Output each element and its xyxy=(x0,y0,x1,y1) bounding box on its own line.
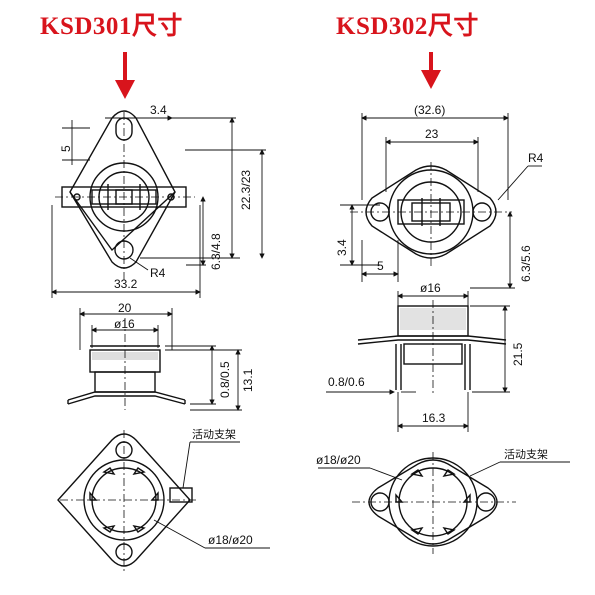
ksd301-bottom-leaders xyxy=(153,441,270,549)
ksd301-dim-phi18-20: ø18/ø20 xyxy=(208,533,253,547)
ksd302-top-view xyxy=(350,162,512,266)
ksd302-side-view xyxy=(357,300,507,396)
ksd302-top-dimensions xyxy=(340,113,542,289)
ksd301-side-dimensions xyxy=(79,308,242,411)
ksd302-dim-5: 5 xyxy=(377,259,384,273)
ksd302-bottom-leaders xyxy=(318,461,570,481)
ksd302-dim-phi16: ø16 xyxy=(420,281,441,295)
ksd301-dim-13-1: 13.1 xyxy=(241,368,255,392)
ksd301-top-view xyxy=(55,110,195,280)
ksd301-dim-0-8-0-5: 0.8/0.5 xyxy=(218,361,232,398)
ksd302-movable-bracket-label: 活动支架 xyxy=(504,448,548,461)
ksd301-title: KSD301尺寸 xyxy=(40,13,183,40)
ksd302-title: KSD302尺寸 xyxy=(336,13,479,40)
ksd302-dim-32-6: (32.6) xyxy=(414,103,445,117)
ksd302-dim-0-8-0-6: 0.8/0.6 xyxy=(328,375,365,389)
red-arrow-right xyxy=(421,52,441,89)
ksd301-dim-3-4: 3.4 xyxy=(150,103,167,117)
ksd301-dim-6-3-4-8: 6.3/4.8 xyxy=(209,233,223,270)
ksd302-r4: R4 xyxy=(528,151,544,165)
ksd301-dim-phi16: ø16 xyxy=(114,317,135,331)
ksd301-dim-33-2: 33.2 xyxy=(114,277,138,291)
ksd302-bottom-view xyxy=(352,452,516,554)
ksd301-dim-5: 5 xyxy=(59,145,73,152)
ksd301-movable-bracket-label: 活动支架 xyxy=(192,428,236,441)
ksd301-top-dimensions xyxy=(51,115,266,298)
ksd302-side-dimensions xyxy=(326,291,510,432)
ksd301-side-view xyxy=(67,318,186,410)
ksd302-dim-21-5: 21.5 xyxy=(511,342,525,366)
ksd301-dim-22-3-23: 22.3/23 xyxy=(239,170,253,210)
ksd302-dim-16-3: 16.3 xyxy=(422,411,446,425)
ksd301-r4: R4 xyxy=(150,266,166,280)
red-arrow-left xyxy=(115,52,135,99)
ksd302-dim-6-3-5-6: 6.3/5.6 xyxy=(519,245,533,282)
ksd301-dim-20: 20 xyxy=(118,301,132,315)
ksd302-dim-3-4: 3.4 xyxy=(335,239,349,256)
ksd302-dim-23: 23 xyxy=(425,127,439,141)
ksd302-dim-phi18-20: ø18/ø20 xyxy=(316,453,361,467)
ksd301-bottom-view xyxy=(57,430,196,572)
